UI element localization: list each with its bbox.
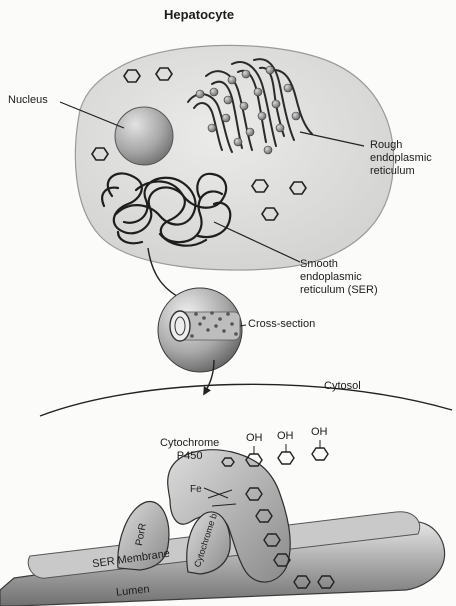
oh-label-1: OH — [246, 432, 263, 445]
nucleus — [115, 107, 173, 165]
p450-label-line-1: Cytochrome — [160, 437, 219, 450]
rer-label-line-2: endoplasmic — [370, 152, 432, 165]
diagram-title: Hepatocyte — [164, 8, 234, 21]
rer-label-line-1: Rough — [370, 139, 432, 152]
cross-section-label: Cross-section — [248, 318, 315, 331]
rer-label: Rough endoplasmic reticulum — [370, 139, 432, 178]
nucleus-label: Nucleus — [8, 94, 48, 107]
cytosol-label: Cytosol — [324, 380, 361, 393]
fe-label: Fe — [190, 483, 202, 496]
ser-label-line-3: reticulum (SER) — [300, 284, 378, 297]
oh-label-2: OH — [277, 430, 294, 443]
oh-label-3: OH — [311, 426, 328, 439]
cytosol-boundary — [40, 384, 452, 416]
cross-section-opening — [170, 311, 190, 341]
ser-label: Smooth endoplasmic reticulum (SER) — [300, 258, 378, 297]
rer-label-line-3: reticulum — [370, 165, 432, 178]
cytochrome-p450-label: Cytochrome P450 — [160, 437, 219, 463]
ser-label-line-1: Smooth — [300, 258, 378, 271]
ser-label-line-2: endoplasmic — [300, 271, 378, 284]
p450-label-line-2: P450 — [160, 450, 219, 463]
